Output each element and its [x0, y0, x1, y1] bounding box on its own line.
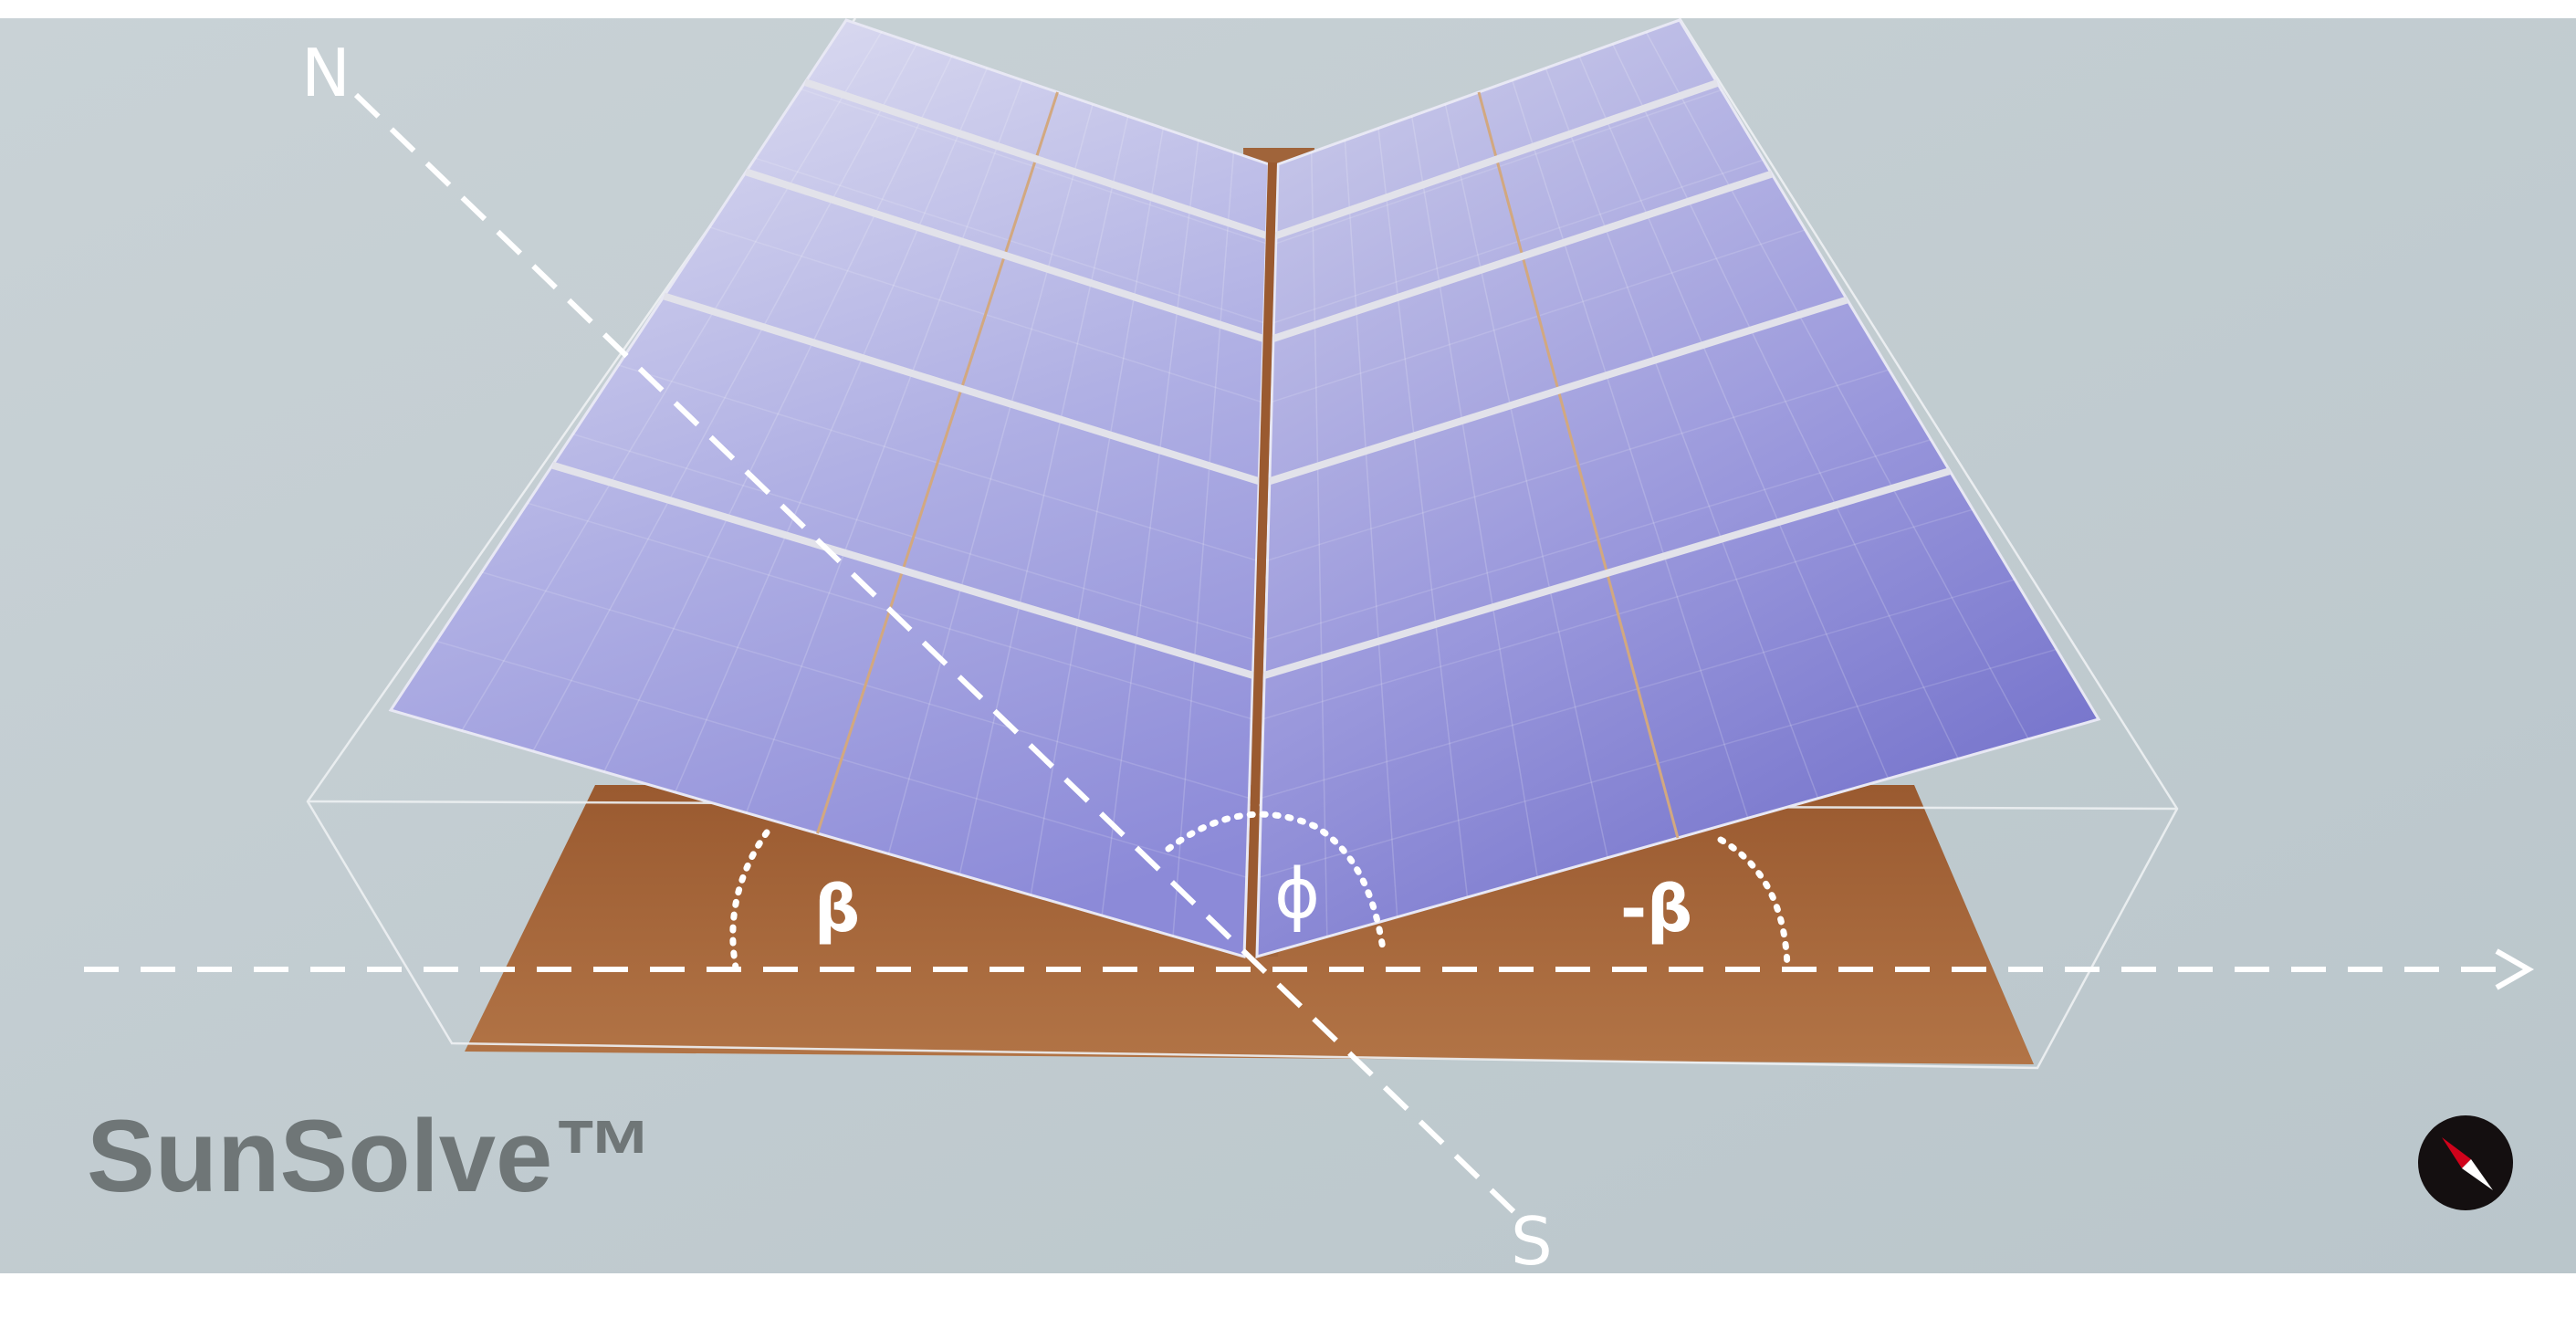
cell-grid-line-left	[958, 116, 1129, 875]
cell-grid-line-left	[603, 56, 953, 772]
panel-grid-lines	[435, 31, 2058, 937]
compass-icon[interactable]	[2418, 1115, 2513, 1210]
module-row-divider-left	[550, 461, 1254, 679]
tilt-angle-arc-right	[1717, 836, 1791, 971]
module-row-divider-right	[1272, 170, 1774, 342]
solar-panel-left[interactable]	[388, 18, 1271, 958]
module-row-divider-right	[1268, 296, 1848, 486]
sunsolve-logo: SunSolve™	[87, 1099, 654, 1213]
solar-panel-right[interactable]	[1255, 18, 2101, 958]
module-row-divider-left	[663, 292, 1261, 486]
cell-grid-line-left	[887, 103, 1094, 854]
module-row-divider-left	[803, 78, 1268, 239]
cell-grid-line-right	[1377, 128, 1469, 898]
south-label: S	[1511, 1203, 1553, 1280]
module-row-divider-right	[1263, 467, 1952, 679]
cell-grid-line-right	[1344, 140, 1398, 917]
cell-grid-line-right	[1511, 79, 1749, 819]
north-south-axis	[353, 92, 1523, 1220]
cell-grid-line-left	[1030, 128, 1164, 895]
panel-spine	[1246, 162, 1277, 959]
cell-grid-line-left	[461, 31, 883, 731]
cell-grid-line-left	[532, 43, 917, 752]
cell-grid-line-right	[1611, 44, 1960, 759]
tilt-angle-arc-left	[729, 829, 770, 971]
cell-grid-line-right	[1545, 68, 1819, 799]
cell-grid-line-right	[1310, 152, 1328, 937]
module-row-divider-right	[1274, 79, 1719, 239]
module-column-divider-right	[1477, 91, 1680, 839]
module-column-divider-left	[816, 91, 1059, 834]
module-row-divider-left	[744, 168, 1265, 342]
cell-grid-line-right	[1578, 56, 1890, 780]
tilt-label-left: β	[814, 872, 860, 947]
cell-grid-line-left	[745, 79, 1023, 813]
azimuth-label: ϕ	[1274, 853, 1320, 934]
azimuth-angle-arc	[1165, 811, 1387, 953]
cell-grid-line-left	[1101, 140, 1199, 916]
cell-grid-line-right	[1410, 116, 1539, 878]
cell-grid-line-right	[1444, 104, 1608, 858]
cell-grid-line-left	[674, 68, 989, 793]
cell-grid-line-right	[1645, 31, 2029, 740]
north-label: N	[301, 35, 351, 111]
cell-grid-line-left	[1172, 152, 1235, 937]
tilt-label-right: -β	[1620, 872, 1692, 947]
axis-arrowhead-icon	[2495, 948, 2535, 990]
